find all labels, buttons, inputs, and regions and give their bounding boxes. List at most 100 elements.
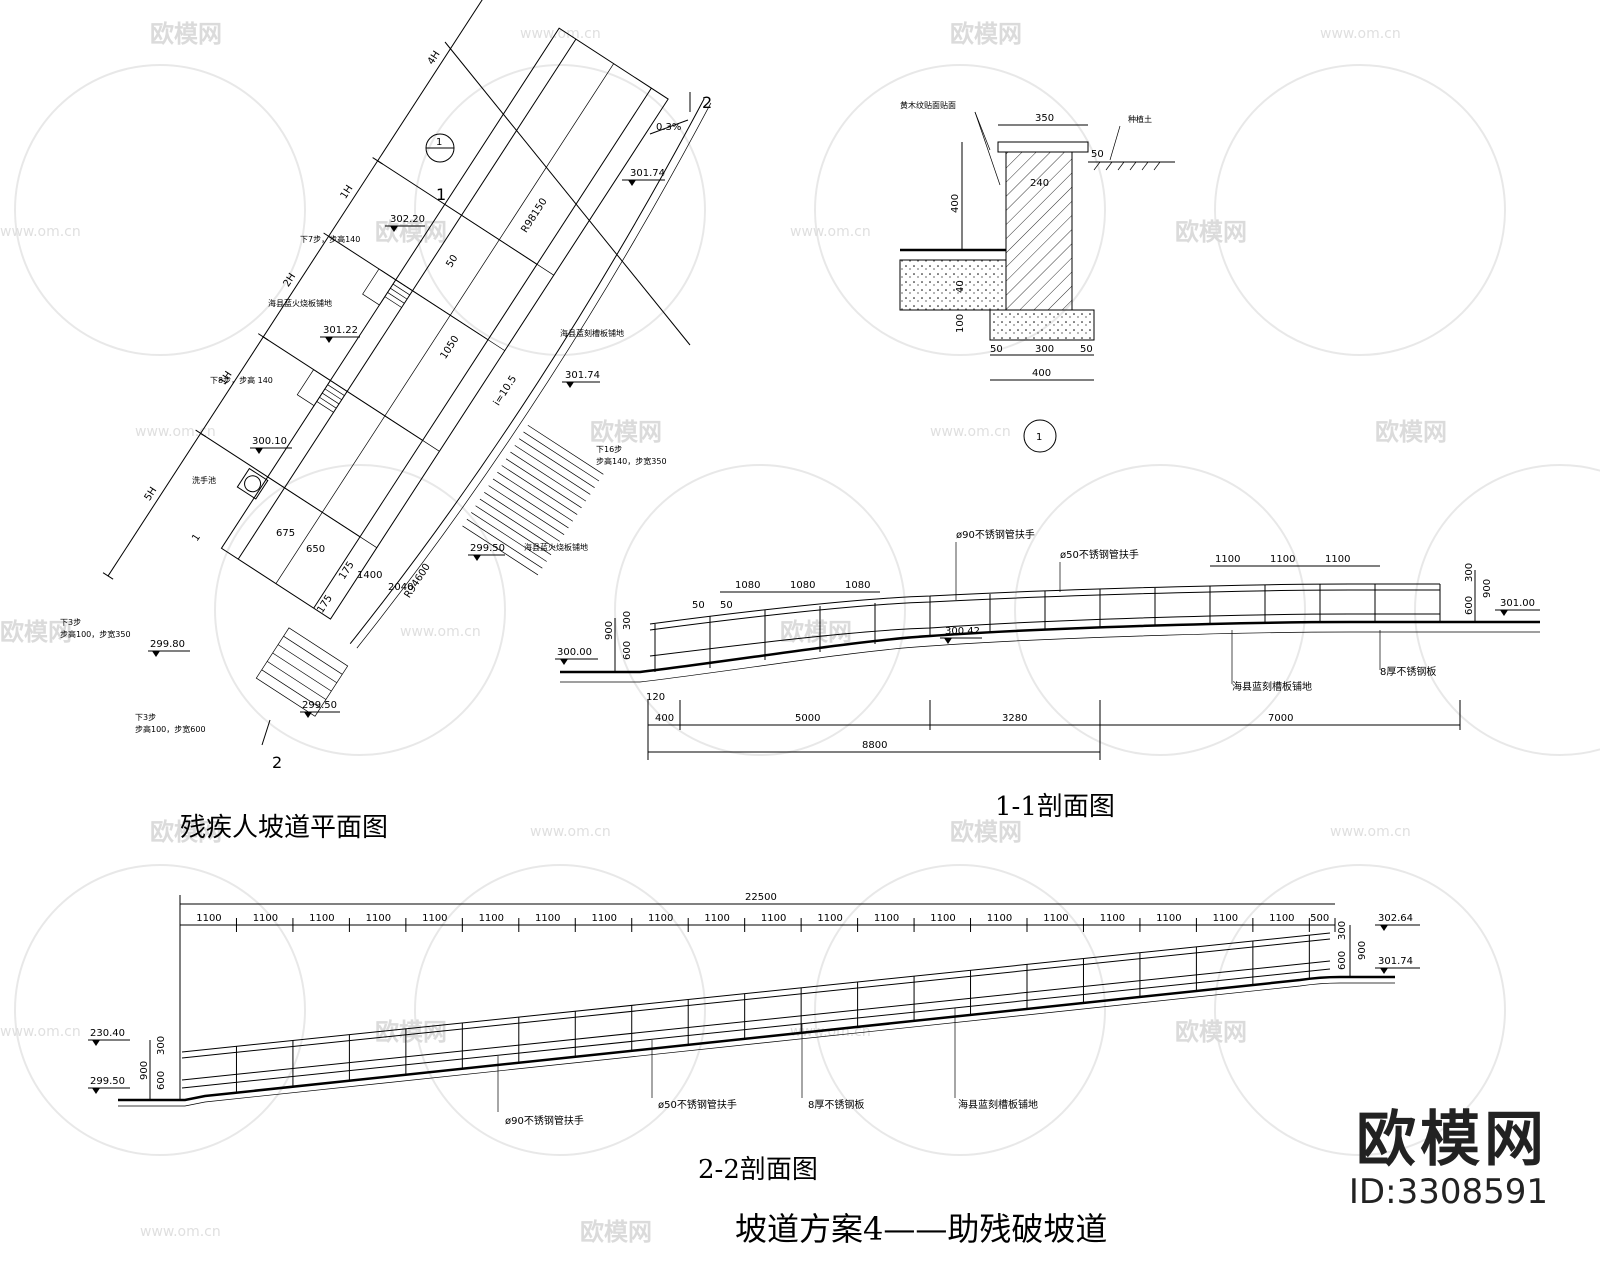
s11-dim-7000: 7000 bbox=[1268, 713, 1293, 724]
plan-elev-300-10: 300.10 bbox=[250, 436, 292, 454]
s22-span-label: 1100 bbox=[648, 913, 673, 924]
s11-dim-1100: 1100 bbox=[1325, 554, 1350, 565]
plan-section-tick-2 bbox=[261, 719, 271, 746]
s11-dim-400: 400 bbox=[655, 713, 674, 724]
watermark-brand: 欧模网 bbox=[950, 818, 1022, 846]
detail-soil-hatch bbox=[1093, 161, 1161, 171]
s22-handrail-50 bbox=[181, 960, 1331, 1081]
plan-dim-650: 650 bbox=[306, 544, 325, 555]
s11-posts bbox=[654, 584, 1441, 672]
watermark-brand: 欧模网 bbox=[950, 20, 1022, 48]
detail-dim-50: 50 bbox=[1080, 344, 1093, 355]
brand-badge: 欧模网 ID:3308591 bbox=[1349, 1108, 1548, 1212]
watermark-brand: 欧模网 bbox=[1375, 418, 1447, 446]
s22-span-label: 1100 bbox=[1100, 913, 1125, 924]
detail-dim-40: 40 bbox=[955, 280, 966, 293]
plan-note-steps-3b: 下3步 bbox=[135, 713, 156, 722]
s22-span-label: 1100 bbox=[309, 913, 334, 924]
detail-base-course bbox=[899, 259, 1007, 311]
brand-name: 欧模网 bbox=[1356, 1105, 1548, 1175]
s22-span-label: 1100 bbox=[987, 913, 1012, 924]
plan-note-steps-3a-detail: 步高100，步宽350 bbox=[60, 629, 131, 639]
detail-soil-leader bbox=[1109, 125, 1121, 161]
detail-dim-400: 400 bbox=[1032, 368, 1051, 379]
s11-dim-1080: 1080 bbox=[735, 580, 760, 591]
watermark-layer: 欧模网 欧模网 www.om.cn www.om.cn 欧模网 欧模网 www.… bbox=[0, 20, 1600, 1246]
plan-note-paving-1: 海县蓝火烧板铺地 bbox=[268, 298, 332, 308]
s22-span-labels: 1100 1100 1100 1100 1100 1100 1100 1100 1100 1100… bbox=[196, 913, 1329, 924]
s22-ramp-base bbox=[118, 982, 1395, 1107]
svg-text:299.50: 299.50 bbox=[470, 543, 505, 554]
s11-dim-120: 120 bbox=[646, 692, 665, 703]
s11-left-dim: 300 bbox=[622, 611, 633, 630]
watermark-site: www.om.cn bbox=[930, 424, 1011, 440]
detail-coping bbox=[997, 141, 1089, 153]
plan-steps-7 bbox=[362, 268, 413, 308]
detail-dim-240: 240 bbox=[1030, 178, 1049, 189]
watermark-site: www.om.cn bbox=[0, 224, 81, 240]
plan-section-line-1 bbox=[444, 41, 691, 346]
s22-left-dim: 300 bbox=[156, 1036, 167, 1055]
plan-note-paving-2: 海县蓝刻槽板铺地 bbox=[560, 328, 624, 338]
detail-dim-400: 400 bbox=[950, 194, 961, 213]
plan-note-steps-8: 下8步，步高 140 bbox=[210, 375, 273, 385]
plan-center-line bbox=[275, 63, 614, 584]
plan-dim-50: 2040 bbox=[388, 582, 413, 593]
plan-handrail-line bbox=[313, 87, 652, 609]
svg-text:301.74: 301.74 bbox=[1378, 956, 1413, 967]
s22-span-label: 500 bbox=[1310, 913, 1329, 924]
svg-text:230.40: 230.40 bbox=[90, 1028, 125, 1039]
s22-span-label: 1100 bbox=[592, 913, 617, 924]
s22-span-label: 1100 bbox=[535, 913, 560, 924]
plan-elev-301-74-side: 301.74 bbox=[562, 370, 600, 388]
detail-dim-300: 300 bbox=[1035, 344, 1054, 355]
plan-note-steps-3b-detail: 步高100，步宽600 bbox=[135, 724, 206, 734]
watermark-brand: 欧模网 bbox=[375, 218, 447, 246]
s22-elev-302-64: 302.64 bbox=[1375, 913, 1420, 931]
detail-soil-label: 种植土 bbox=[1128, 114, 1152, 124]
svg-text:300.00: 300.00 bbox=[557, 647, 592, 658]
watermark-site: www.om.cn bbox=[1320, 26, 1401, 42]
plan-dim-1050: 50 bbox=[444, 253, 460, 270]
s22-span-label: 1100 bbox=[930, 913, 955, 924]
svg-text:301.74: 301.74 bbox=[565, 370, 600, 381]
watermark-brand: 欧模网 bbox=[0, 618, 72, 646]
s22-span-label: 1100 bbox=[1156, 913, 1181, 924]
sheet-title: 坡道方案4——助残破坡道 bbox=[735, 1210, 1107, 1248]
plan-outer-curve-2 bbox=[356, 102, 712, 649]
s22-handrail-50-label: ø50不锈钢管扶手 bbox=[658, 1098, 737, 1111]
watermark-brand: 欧模网 bbox=[1175, 218, 1247, 246]
s22-handrail-90-inner bbox=[181, 938, 1331, 1059]
plan-elev-299-50: 299.50 bbox=[300, 700, 340, 718]
plan-steps-8 bbox=[296, 369, 345, 413]
plan-basin-bowl bbox=[244, 475, 262, 493]
s11-right-dim: 300 bbox=[1464, 563, 1475, 582]
s22-title: 2-2剖面图 bbox=[698, 1155, 818, 1185]
watermark-brand: 欧模网 bbox=[150, 818, 222, 846]
s11-elev-301-00: 301.00 bbox=[1495, 598, 1540, 616]
s22-span-label: 1100 bbox=[422, 913, 447, 924]
s11-plate-label: 8厚不锈钢板 bbox=[1380, 665, 1436, 678]
s22-handrail-90-label: ø90不锈钢管扶手 bbox=[505, 1114, 584, 1127]
s22-left-dim: 900 bbox=[139, 1061, 150, 1080]
s11-base-line bbox=[560, 631, 1540, 683]
watermark-site: www.om.cn bbox=[140, 1224, 221, 1240]
s22-right-dim: 600 bbox=[1337, 951, 1348, 970]
s22-span-label: 1100 bbox=[704, 913, 729, 924]
detail-ref: 1 bbox=[1036, 432, 1042, 443]
plan-gradient: i=10.5 bbox=[492, 374, 519, 408]
watermark-site: www.om.cn bbox=[790, 224, 871, 240]
s22-span-label: 1100 bbox=[1213, 913, 1238, 924]
svg-text:301.00: 301.00 bbox=[1500, 598, 1535, 609]
watermark-brand: 欧模网 bbox=[590, 418, 662, 446]
s22-dim-total-label: 22500 bbox=[745, 892, 777, 903]
s22-span-label: 1100 bbox=[874, 913, 899, 924]
s22-span-label: 1100 bbox=[253, 913, 278, 924]
plan-section-mark-2: 2 bbox=[272, 753, 282, 772]
s22-elev-299-50: 299.50 bbox=[88, 1076, 130, 1094]
s22-elev-230-40: 230.40 bbox=[88, 1028, 130, 1046]
detail-ref-circle bbox=[1023, 419, 1057, 453]
s22-elev-301-74: 301.74 bbox=[1375, 956, 1420, 974]
s22-posts bbox=[235, 935, 1310, 1093]
